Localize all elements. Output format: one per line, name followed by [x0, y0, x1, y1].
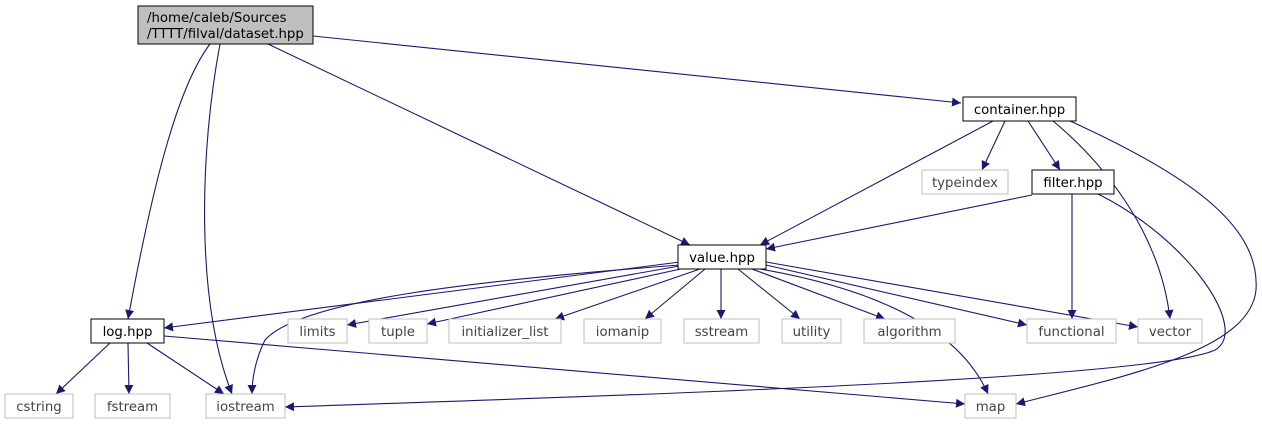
node-label: functional: [1038, 325, 1104, 340]
edge-container-to-value: [759, 120, 994, 246]
nodes-layer: /home/caleb/Sources/TTTT/filval/dataset.…: [4, 5, 1203, 419]
node-box: [1026, 318, 1117, 344]
node-box: [1137, 318, 1203, 344]
node-box: [677, 244, 767, 270]
edge-value-to-iomanip: [644, 268, 706, 320]
node-label: tuple: [381, 325, 415, 340]
edge-log-to-map: [163, 335, 966, 408]
node-label: filter.hpp: [1043, 176, 1102, 191]
node-box: [205, 393, 286, 419]
edge-log-to-cstring: [55, 342, 111, 395]
node-functional: functional: [1026, 318, 1117, 344]
edge-value-to-vector: [765, 261, 1139, 330]
node-container[interactable]: container.hpp: [962, 96, 1077, 122]
edge-log-to-fstream: [124, 342, 134, 395]
node-label: log.hpp: [103, 325, 153, 340]
node-label: value.hpp: [689, 251, 755, 266]
node-value[interactable]: value.hpp: [677, 244, 767, 270]
node-vector: vector: [1137, 318, 1203, 344]
edge-container-to-filter: [1027, 120, 1061, 171]
node-initializer-list: initializer_list: [448, 318, 562, 344]
edge-dataset-to-iostream: [203, 43, 233, 395]
node-label: iostream: [216, 400, 274, 415]
node-label: typeindex: [932, 176, 998, 191]
node-box: [962, 96, 1077, 122]
edge-value-to-iostream: [247, 264, 681, 395]
node-box: [921, 169, 1009, 195]
node-box: [94, 393, 171, 419]
node-label: cstring: [16, 400, 61, 415]
node-label: utility: [793, 325, 831, 340]
edge-value-to-utility: [737, 268, 801, 320]
edge-container-to-typeindex: [981, 120, 1006, 171]
node-label: initializer_list: [461, 325, 548, 340]
node-iomanip: iomanip: [583, 318, 662, 344]
node-box: [448, 318, 562, 344]
node-label: /home/caleb/Sources: [147, 11, 287, 26]
edge-value-to-algorithm: [751, 268, 886, 321]
node-typeindex: typeindex: [921, 169, 1009, 195]
node-filter[interactable]: filter.hpp: [1031, 169, 1115, 195]
edge-filter-to-iostream: [284, 193, 1226, 412]
edge-container-to-vector: [1052, 120, 1174, 320]
node-label: vector: [1149, 325, 1192, 340]
edge-dataset-to-log: [125, 43, 211, 320]
edges-layer: [55, 35, 1257, 412]
node-label: map: [976, 400, 1006, 415]
node-box: [368, 318, 428, 344]
node-box: [1031, 169, 1115, 195]
edge-dataset-to-container: [312, 35, 962, 107]
node-box: [583, 318, 662, 344]
node-label: fstream: [107, 400, 158, 415]
node-algorithm: algorithm: [863, 318, 956, 344]
node-box: [4, 393, 74, 419]
node-box: [863, 318, 956, 344]
node-box: [964, 393, 1017, 419]
node-box: [683, 318, 760, 344]
node-tuple: tuple: [368, 318, 428, 344]
edge-container-to-map: [1015, 120, 1257, 407]
node-box: [90, 318, 165, 344]
node-label: iomanip: [596, 325, 650, 340]
node-dataset[interactable]: /home/caleb/Sources/TTTT/filval/dataset.…: [137, 5, 314, 45]
node-label: container.hpp: [974, 103, 1065, 118]
node-label: algorithm: [877, 325, 941, 340]
edge-value-to-log: [163, 261, 681, 332]
edge-dataset-to-value: [267, 43, 691, 246]
node-label: sstream: [695, 325, 749, 340]
node-label: /TTTT/filval/dataset.hpp: [147, 27, 304, 42]
edge-value-to-limits: [346, 264, 686, 328]
node-map: map: [964, 393, 1017, 419]
node-fstream: fstream: [94, 393, 171, 419]
node-label: limits: [299, 325, 335, 340]
node-box: [781, 318, 842, 344]
node-iostream: iostream: [205, 393, 286, 419]
edge-value-to-initializer_list: [554, 268, 701, 321]
node-utility: utility: [781, 318, 842, 344]
node-limits: limits: [287, 318, 348, 344]
edge-filter-to-value: [765, 194, 1033, 252]
edge-log-to-iostream: [146, 342, 225, 395]
node-box: [287, 318, 348, 344]
node-box: [137, 5, 314, 45]
edge-value-to-map: [759, 268, 989, 395]
node-sstream: sstream: [683, 318, 760, 344]
node-cstring: cstring: [4, 393, 74, 419]
edge-value-to-tuple: [426, 266, 691, 327]
node-log[interactable]: log.hpp: [90, 318, 165, 344]
edge-value-to-functional: [765, 264, 1028, 328]
